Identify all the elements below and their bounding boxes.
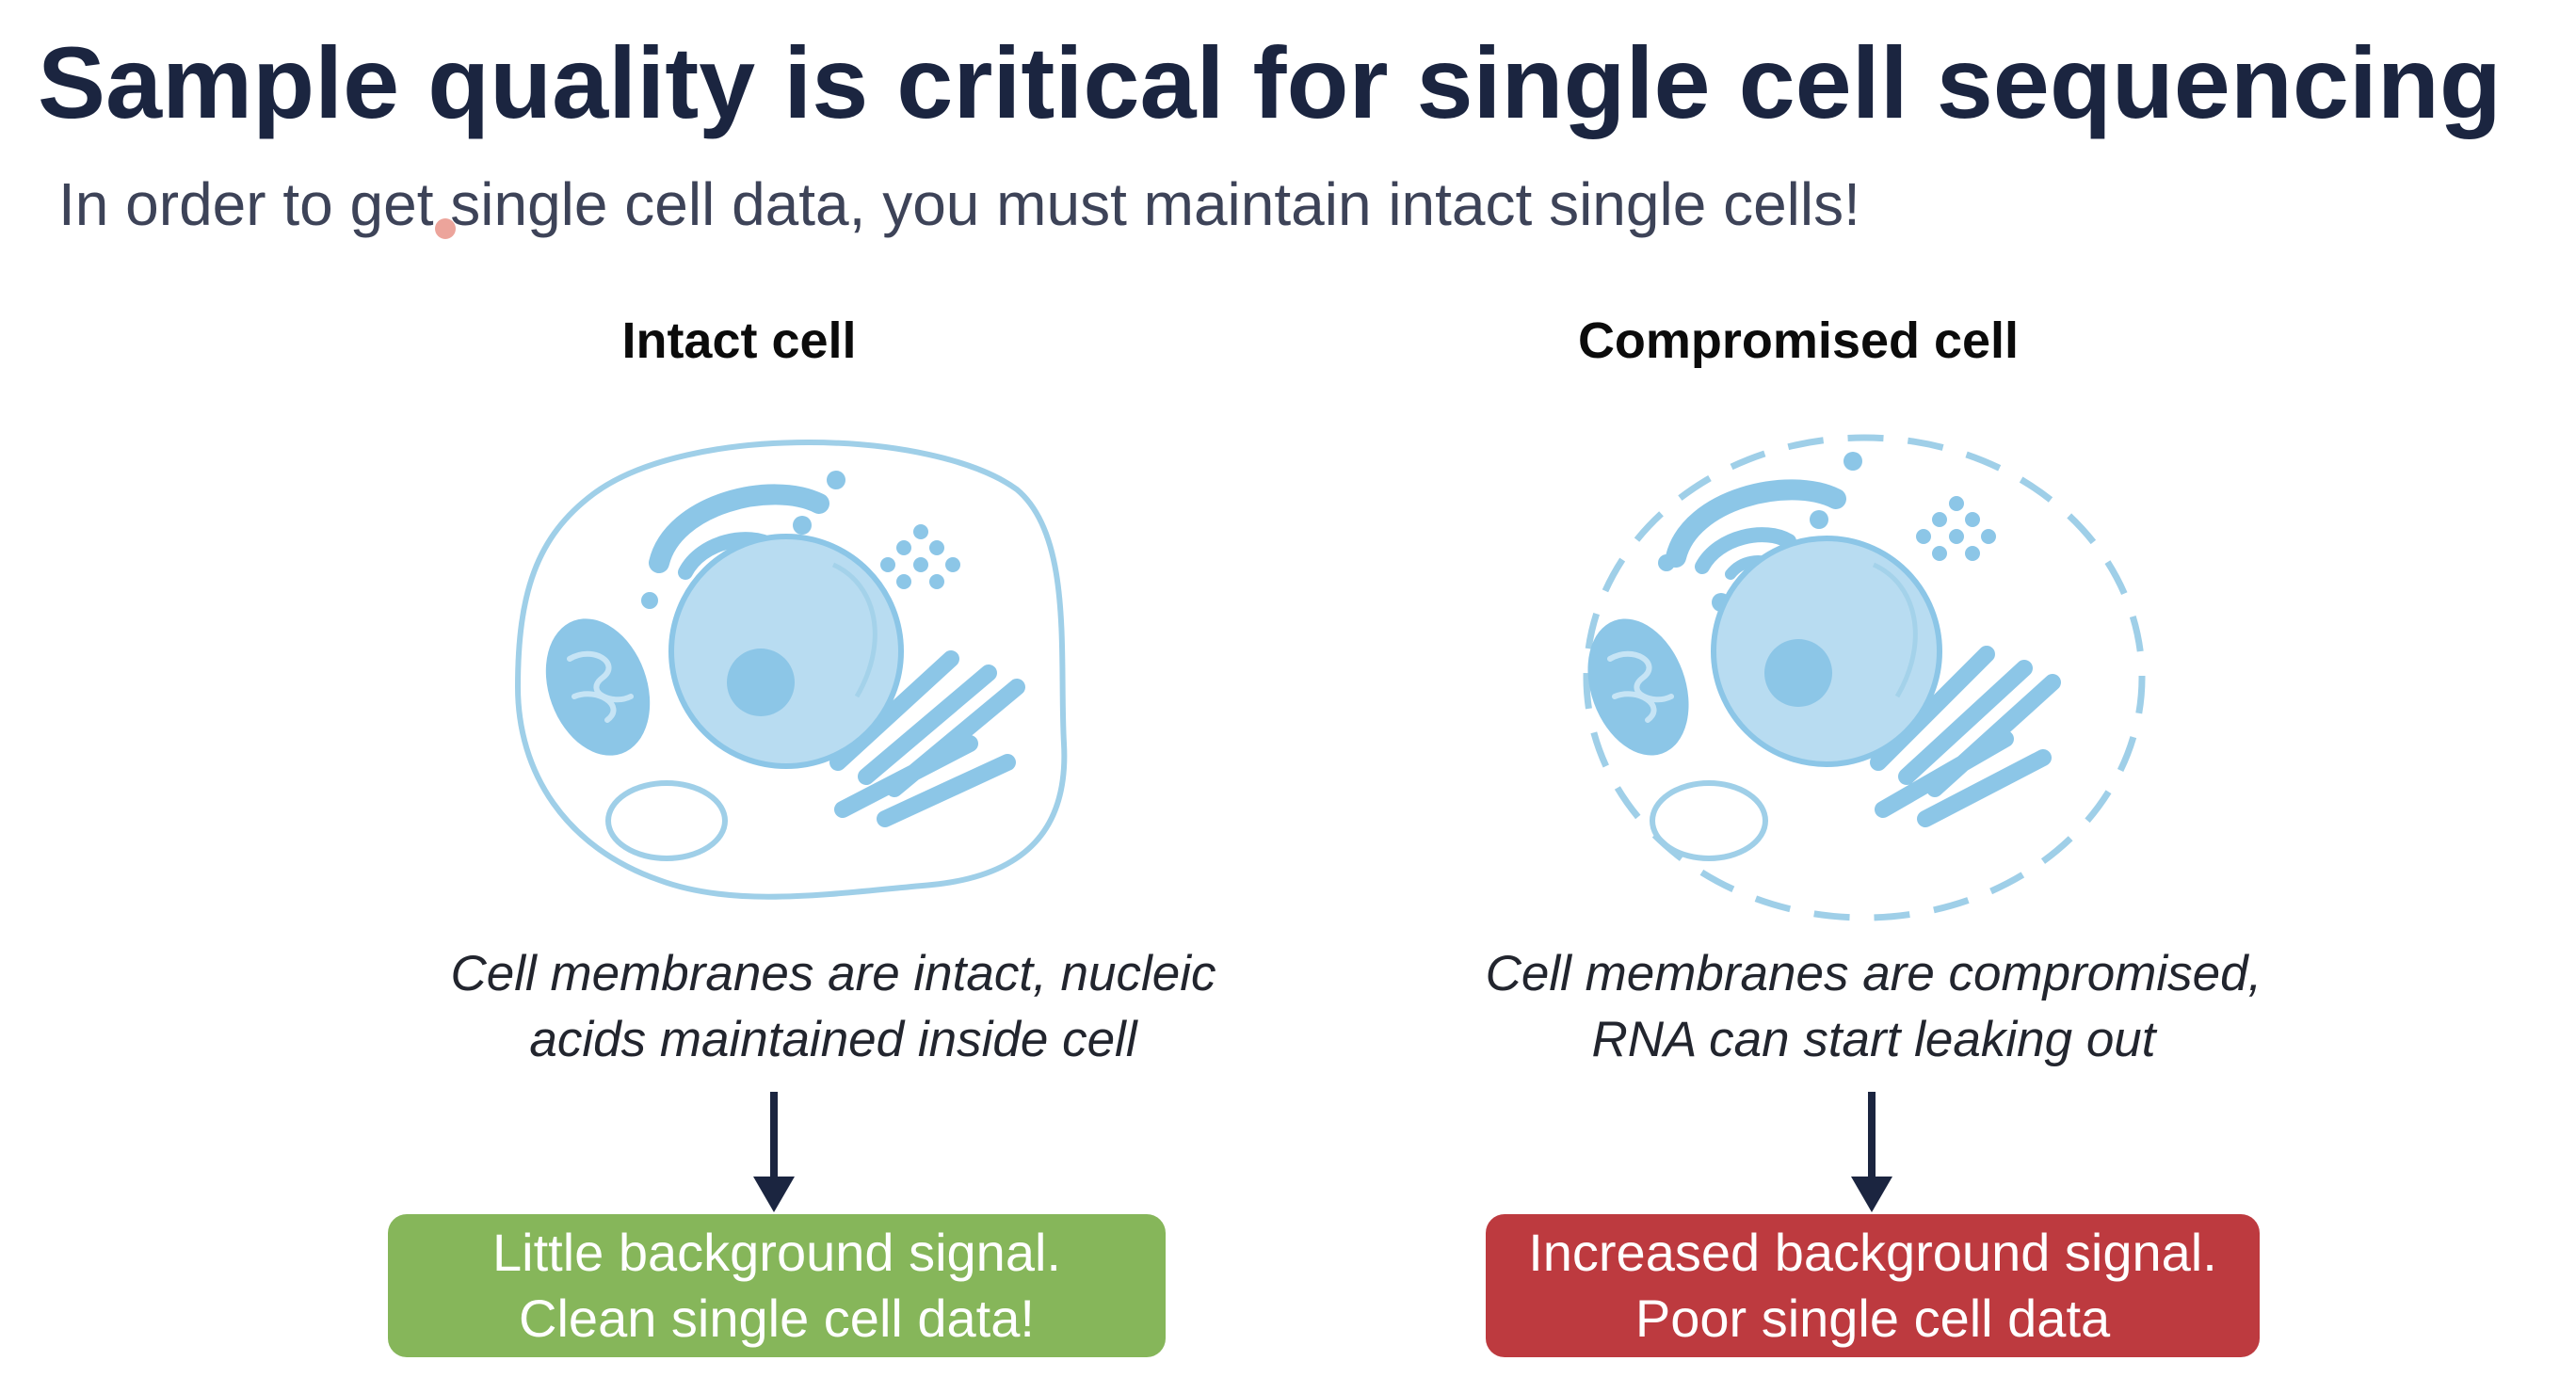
cursor-dot [435, 218, 456, 239]
compromised-membrane [1583, 434, 2146, 921]
intact-result-line2: Clean single cell data! [519, 1289, 1035, 1348]
compromised-description: Cell membranes are compromised, RNA can … [1412, 941, 2335, 1073]
intact-description: Cell membranes are intact, nucleic acids… [372, 941, 1295, 1073]
compromised-description-line1: Cell membranes are compromised, [1485, 946, 2262, 1001]
compromised-result-line2: Poor single cell data [1634, 1289, 2111, 1348]
slide-title: Sample quality is critical for single ce… [38, 25, 2502, 139]
intact-description-line1: Cell membranes are intact, nucleic [450, 946, 1216, 1001]
compromised-description-line2: RNA can start leaking out [1591, 1012, 2156, 1067]
slide-subtitle: In order to get single cell data, you mu… [58, 170, 1860, 238]
intact-membrane [514, 440, 1068, 900]
compromised-result-line1: Increased background signal. [1528, 1223, 2217, 1282]
compromised-cell-heading: Compromised cell [1577, 312, 2020, 369]
intact-cell-heading: Intact cell [621, 312, 857, 369]
down-arrow-icon [753, 1092, 795, 1212]
compromised-result-box: Increased background signal. Poor single… [1486, 1214, 2260, 1357]
intact-result-box: Little background signal. Clean single c… [388, 1214, 1166, 1357]
down-arrow-icon [1851, 1092, 1892, 1212]
intact-description-line2: acids maintained inside cell [529, 1012, 1137, 1067]
intact-result-line1: Little background signal. [492, 1223, 1061, 1282]
intact-cell-icon [514, 440, 1068, 900]
compromised-cell-icon [1583, 434, 2146, 921]
